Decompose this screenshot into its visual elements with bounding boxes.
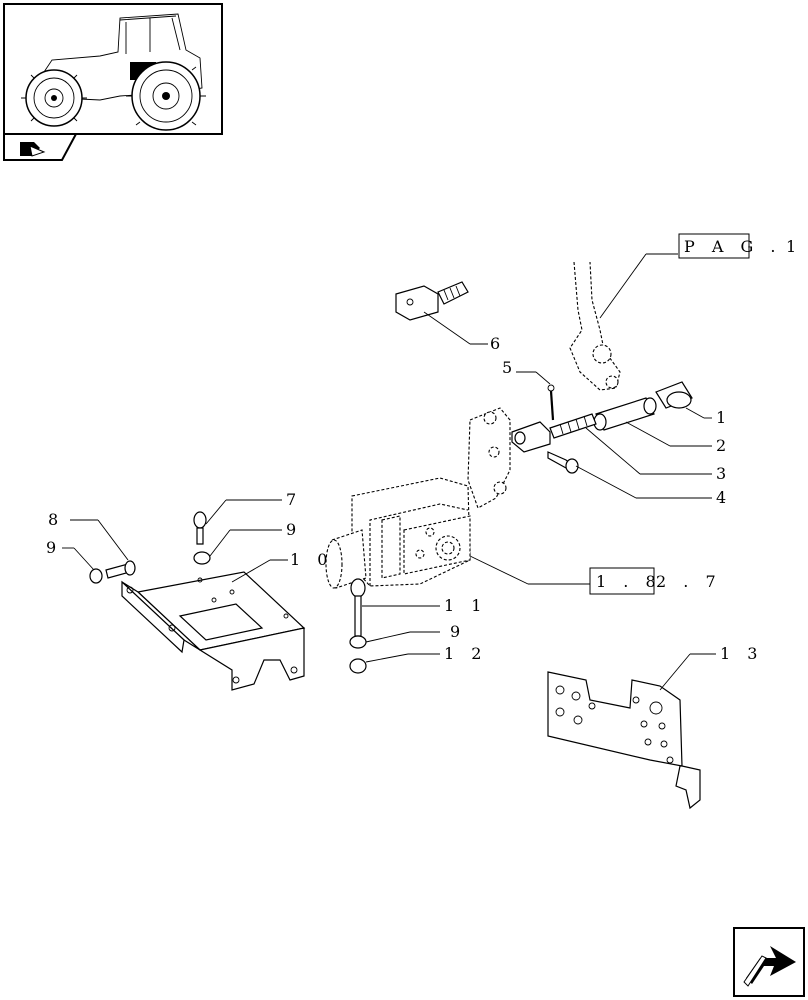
part-1-bushing <box>655 381 693 409</box>
part-9-washer-upper <box>193 551 211 565</box>
part-10-bracket <box>121 571 306 691</box>
part-12-nut <box>349 658 367 674</box>
callout-3: 3 <box>716 464 732 483</box>
folder-arrow-icon[interactable] <box>3 133 78 161</box>
part-9-washer-left <box>89 568 103 584</box>
part-13-plate <box>547 671 701 810</box>
callout-9-left: 9 <box>46 538 62 557</box>
callout-5: 5 <box>502 358 518 377</box>
callout-6: 6 <box>490 334 506 353</box>
lift-arm-dashed <box>569 261 621 391</box>
part-8-bolt <box>105 560 136 579</box>
part-3-clevis-rod <box>511 413 597 453</box>
part-11-long-bolt <box>350 578 366 637</box>
callout-2: 2 <box>716 436 732 455</box>
section-ref-box[interactable]: 1 . 8 2 . 7 <box>589 567 722 595</box>
callout-9-lower: 9 <box>450 622 466 641</box>
callout-10: 1 0 <box>290 550 333 569</box>
callout-8: 8 <box>48 510 64 529</box>
part-9-washer-lower <box>349 635 367 649</box>
part-2-sleeve <box>593 397 657 431</box>
control-valve-dashed <box>325 407 511 589</box>
callout-12: 1 2 <box>444 644 487 663</box>
page-ref-label: P A G . <box>684 237 781 256</box>
part-7-bolt <box>193 511 207 545</box>
section-ref-tail: 2 . 7 <box>656 572 722 591</box>
callout-7: 7 <box>286 490 302 509</box>
part-4-pin <box>547 451 579 474</box>
tractor-thumbnail[interactable] <box>3 3 223 135</box>
callout-9-upper: 9 <box>286 520 302 539</box>
callout-11: 1 1 <box>444 596 487 615</box>
page-ref-box[interactable]: P A G . 1 <box>678 233 802 259</box>
callout-1: 1 <box>716 408 732 427</box>
part-5-split-pin <box>547 384 555 421</box>
section-ref-label: 1 . 8 <box>596 572 662 591</box>
callout-4: 4 <box>716 488 732 507</box>
next-page-arrow-icon[interactable] <box>733 927 805 997</box>
page-ref-number: 1 <box>786 237 802 256</box>
part-6-clevis <box>395 281 469 321</box>
callout-13: 1 3 <box>720 644 763 663</box>
